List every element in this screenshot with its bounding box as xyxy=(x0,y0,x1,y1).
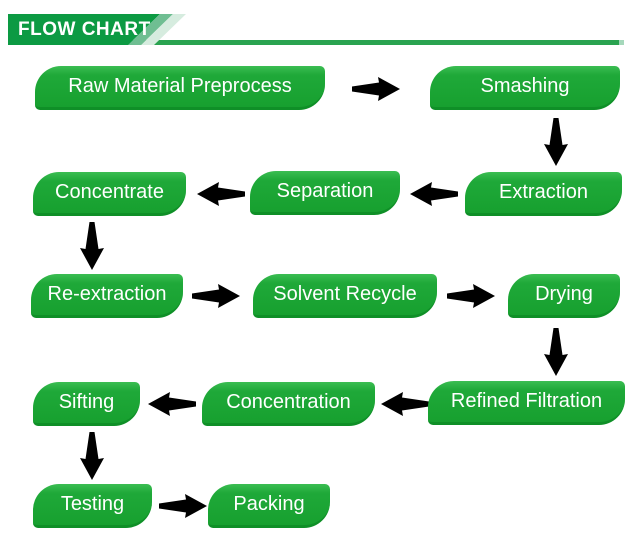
node-smashing: Smashing xyxy=(430,66,620,110)
node-re-extraction: Re-extraction xyxy=(31,274,183,318)
arrow-down-icon xyxy=(79,432,105,480)
node-refined-filtration: Refined Filtration xyxy=(428,381,625,425)
node-raw-material-preprocess: Raw Material Preprocess xyxy=(35,66,325,110)
arrow-down-icon xyxy=(543,328,569,376)
node-packing: Packing xyxy=(208,484,330,528)
arrow-left-icon xyxy=(410,181,458,207)
arrow-left-icon xyxy=(197,181,245,207)
node-concentrate: Concentrate xyxy=(33,172,186,216)
arrow-right-icon xyxy=(192,283,240,309)
arrow-down-icon xyxy=(79,222,105,270)
node-separation: Separation xyxy=(250,171,400,215)
header-underline xyxy=(8,40,624,45)
arrow-down-icon xyxy=(543,118,569,166)
node-testing: Testing xyxy=(33,484,152,528)
arrow-left-icon xyxy=(148,391,196,417)
header-banner xyxy=(8,14,186,45)
node-drying: Drying xyxy=(508,274,620,318)
arrow-right-icon xyxy=(352,76,400,102)
page-title: FLOW CHART xyxy=(18,19,151,40)
arrow-left-icon xyxy=(381,391,429,417)
node-solvent-recycle: Solvent Recycle xyxy=(253,274,437,318)
node-concentration: Concentration xyxy=(202,382,375,426)
node-sifting: Sifting xyxy=(33,382,140,426)
arrow-right-icon xyxy=(447,283,495,309)
node-extraction: Extraction xyxy=(465,172,622,216)
arrow-right-icon xyxy=(159,493,207,519)
